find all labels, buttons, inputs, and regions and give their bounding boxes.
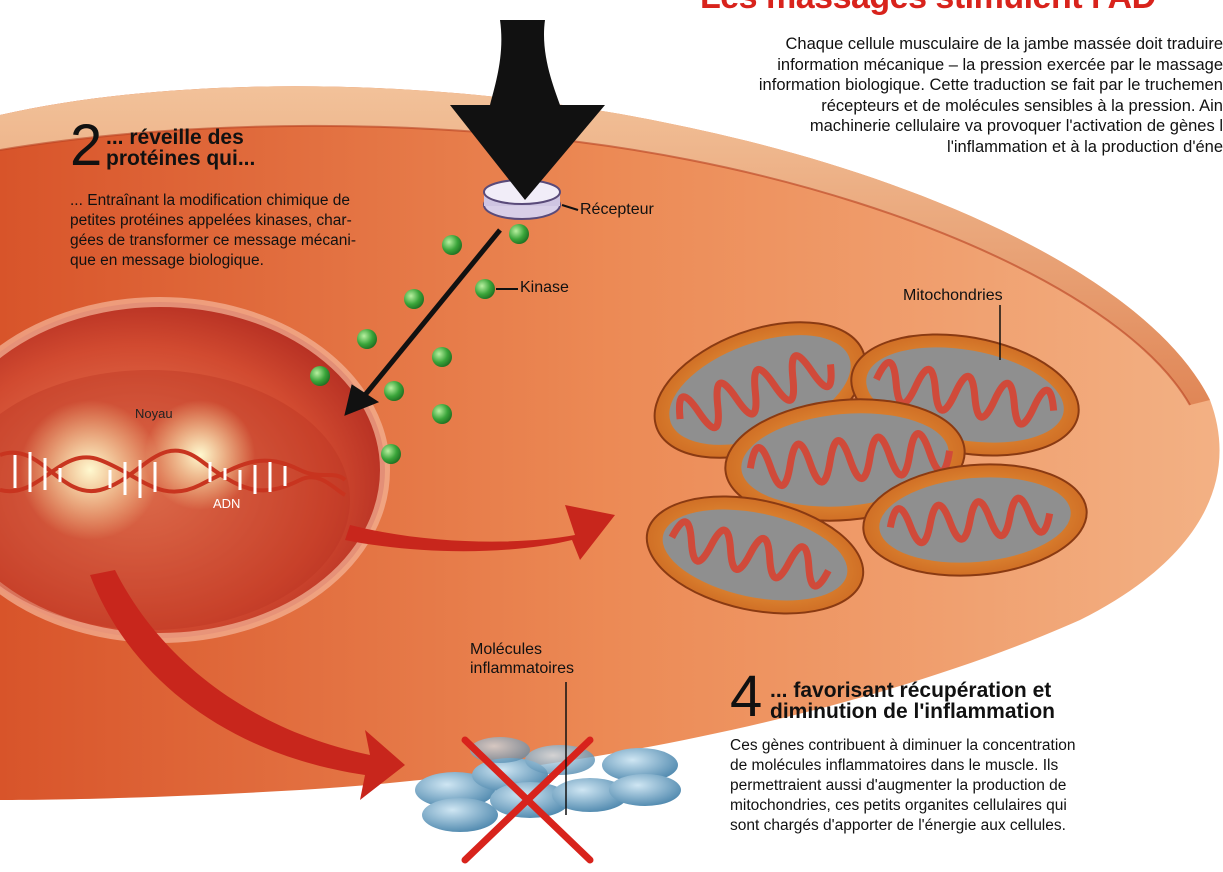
intro-line: information biologique. Cette traduction… — [663, 75, 1223, 96]
dna-label: ADN — [213, 496, 240, 511]
kinase-label: Kinase — [520, 279, 569, 297]
intro-line: l'inflammation et à la production d'éne — [663, 137, 1223, 158]
intro-line: information mécanique – la pression exer… — [663, 55, 1223, 76]
step-body-line: sont chargés d'apporter de l'énergie aux… — [730, 816, 1076, 836]
receptor-label: Récepteur — [580, 201, 654, 219]
step-number: 2 — [70, 117, 102, 175]
step-body-line: que en message biologique. — [70, 251, 356, 271]
nucleus-label: Noyau — [135, 406, 173, 421]
step-body-line: permettraient aussi d'augmenter la produ… — [730, 776, 1076, 796]
step-body-line: mitochondries, ces petits organites cell… — [730, 796, 1076, 816]
step-heading-line: diminution de l'inflammation — [770, 701, 1055, 722]
step-heading-line: ... favorisant récupération et — [770, 680, 1055, 701]
step-heading-line: ... réveille des — [106, 127, 255, 148]
step-heading: ... réveille des protéines qui... — [106, 127, 255, 169]
intro-line: récepteurs et de molécules sensibles à l… — [663, 96, 1223, 117]
step-body-line: de molécules inflammatoires dans le musc… — [730, 756, 1076, 776]
mitochondria-label: Mitochondries — [903, 287, 1003, 305]
step-body-line: Ces gènes contribuent à diminuer la conc… — [730, 736, 1076, 756]
step-body: Ces gènes contribuent à diminuer la conc… — [730, 736, 1076, 836]
step-heading: ... favorisant récupération et diminutio… — [770, 680, 1055, 722]
intro-line: machinerie cellulaire va provoquer l'act… — [663, 116, 1223, 137]
inflammatory-label-line: Molécules — [470, 640, 574, 659]
page-title: Les massages stimulent l'AD — [700, 0, 1223, 17]
inflammatory-label-line: inflammatoires — [470, 659, 574, 678]
step-number: 4 — [730, 668, 762, 726]
step-body-line: ... Entraînant la modification chimique … — [70, 191, 356, 211]
step-heading-line: protéines qui... — [106, 148, 255, 169]
inflammatory-label: Molécules inflammatoires — [470, 640, 574, 678]
step-body: ... Entraînant la modification chimique … — [70, 191, 356, 271]
step-body-line: gées de transformer ce message mécani- — [70, 231, 356, 251]
intro-line: Chaque cellule musculaire de la jambe ma… — [663, 34, 1223, 55]
intro-paragraph: Chaque cellule musculaire de la jambe ma… — [663, 34, 1223, 157]
step-body-line: petites protéines appelées kinases, char… — [70, 211, 356, 231]
